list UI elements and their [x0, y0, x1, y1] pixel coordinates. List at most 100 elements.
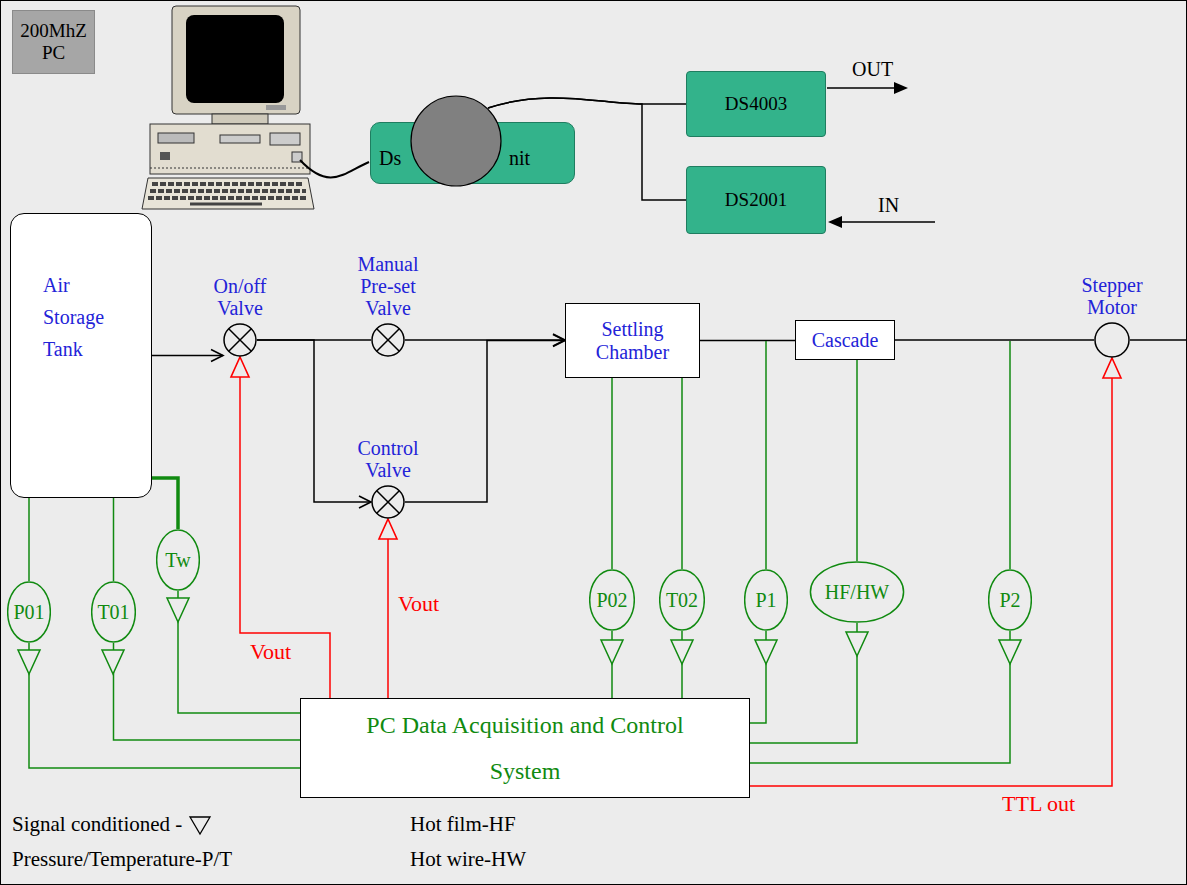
sensor-ellipse — [810, 562, 903, 622]
arrowhead — [211, 350, 223, 362]
sensor-circle: HF/HW — [809, 561, 905, 623]
connector — [257, 340, 371, 508]
connector-line — [488, 98, 686, 200]
dsp-label: Ds — [379, 147, 401, 170]
symbol-circle — [1095, 323, 1129, 357]
sensor-circle: P2 — [988, 569, 1032, 631]
valve-symbol: Control Valve — [371, 485, 405, 519]
connector-line — [257, 340, 371, 502]
dsp-disc — [410, 95, 502, 187]
valve-symbol: On/off Valve — [223, 323, 257, 357]
sensor-circle: T02 — [659, 569, 705, 631]
signal-label: Vout — [396, 592, 441, 616]
connector-line — [113, 498, 115, 581]
arrowhead — [1103, 358, 1121, 378]
component-label: Control Valve — [357, 437, 418, 481]
label-holder: Stepper Motor — [1081, 274, 1142, 318]
connector — [612, 378, 613, 569]
sensor-label: P02 — [596, 589, 627, 612]
connector-line — [895, 339, 1094, 341]
connector-line — [750, 631, 1010, 763]
component-label: Manual Pre-set Valve — [357, 253, 418, 319]
keyboard-keys — [148, 196, 308, 200]
label-holder: Signal conditioned - — [12, 813, 212, 836]
legend-note: Pressure/Temperature-P/T — [12, 848, 232, 871]
monitor-screen — [186, 15, 284, 103]
pressure-tap-line — [765, 341, 767, 569]
node-label: 200MhZ PC — [20, 20, 87, 64]
drive-slot — [270, 133, 300, 145]
connector-line — [152, 478, 178, 529]
dsp-disc-circle — [411, 96, 501, 186]
sensor-circle: T01 — [91, 581, 136, 643]
label-holder: Vout — [396, 592, 441, 616]
signal-conditioner — [755, 640, 777, 664]
connector — [700, 340, 795, 341]
sensor-label: HF/HW — [825, 581, 889, 604]
connector-line — [856, 360, 858, 561]
cascade-box: Cascade — [795, 320, 895, 360]
valve-cross — [229, 329, 252, 352]
legend-sample — [188, 814, 212, 836]
connector-line — [750, 358, 1112, 786]
arrowhead — [379, 519, 397, 539]
air-storage-tank: Air Storage Tank — [10, 213, 152, 498]
connector — [488, 98, 686, 200]
sensor-ellipse — [989, 570, 1032, 630]
keyboard — [142, 178, 314, 209]
node-label: PC Data Acquisition and Control System — [365, 702, 685, 794]
keyboard-keys — [150, 189, 306, 193]
signal-conditioner — [671, 640, 693, 664]
keyboard-keys — [152, 182, 304, 186]
sensor-ellipse — [660, 570, 705, 630]
signal-conditioner — [167, 598, 189, 622]
connector-line — [28, 498, 30, 581]
monitor-stand — [212, 114, 268, 124]
label-holder: IN — [878, 194, 899, 216]
drive-bay — [158, 133, 194, 143]
valve-cross — [377, 491, 400, 514]
component-label: On/off Valve — [214, 275, 267, 319]
label-holder: Hot wire-HW — [410, 848, 526, 871]
dsp-label: nit — [509, 147, 530, 170]
legend-note: Hot wire-HW — [410, 848, 526, 871]
signal-conditioner — [18, 650, 40, 674]
power-button — [160, 152, 170, 160]
label-holder: On/off Valve — [214, 275, 267, 319]
node-label: Cascade — [812, 329, 879, 352]
connector — [29, 498, 30, 581]
connector-line — [152, 355, 223, 357]
sensor-circle: P02 — [589, 569, 635, 631]
connector — [178, 591, 300, 713]
connector — [682, 378, 683, 569]
connector-line — [387, 519, 389, 698]
label-holder: Pressure/Temperature-P/T — [12, 848, 232, 871]
sensor-ellipse — [590, 570, 635, 630]
label-holder: Control Valve — [357, 437, 418, 481]
sensor-label: P1 — [755, 589, 776, 612]
valve-cross — [377, 329, 400, 352]
valve-cross — [377, 329, 400, 352]
node-label: DS4003 — [725, 93, 787, 115]
sensor-label: P2 — [999, 589, 1020, 612]
sensor-circle: Tw — [156, 529, 200, 591]
out-arrow-line — [827, 87, 896, 89]
connector-line — [178, 591, 300, 713]
connector — [152, 350, 223, 362]
connector-line — [750, 623, 857, 743]
sensor-circle: P01 — [7, 581, 51, 643]
valve-outline — [223, 323, 257, 357]
signal-conditioner — [999, 640, 1021, 664]
legend-text: Signal conditioned - — [12, 813, 182, 836]
signal-conditioner — [846, 632, 868, 656]
sensor-ellipse — [157, 530, 200, 590]
label-holder: Hot film-HF — [410, 813, 516, 836]
node-label: Settling Chamber — [596, 318, 669, 364]
stepper-motor: Stepper Motor — [1094, 322, 1130, 358]
pc-label-box: 200MhZ PC — [12, 10, 95, 74]
signal-conditioner — [601, 640, 623, 664]
dsp-unit-box: Ds nit — [370, 122, 575, 184]
signal-conditioner-symbols — [18, 598, 1021, 674]
valve-cross — [229, 329, 252, 352]
settling-chamber: Settling Chamber — [565, 303, 700, 378]
